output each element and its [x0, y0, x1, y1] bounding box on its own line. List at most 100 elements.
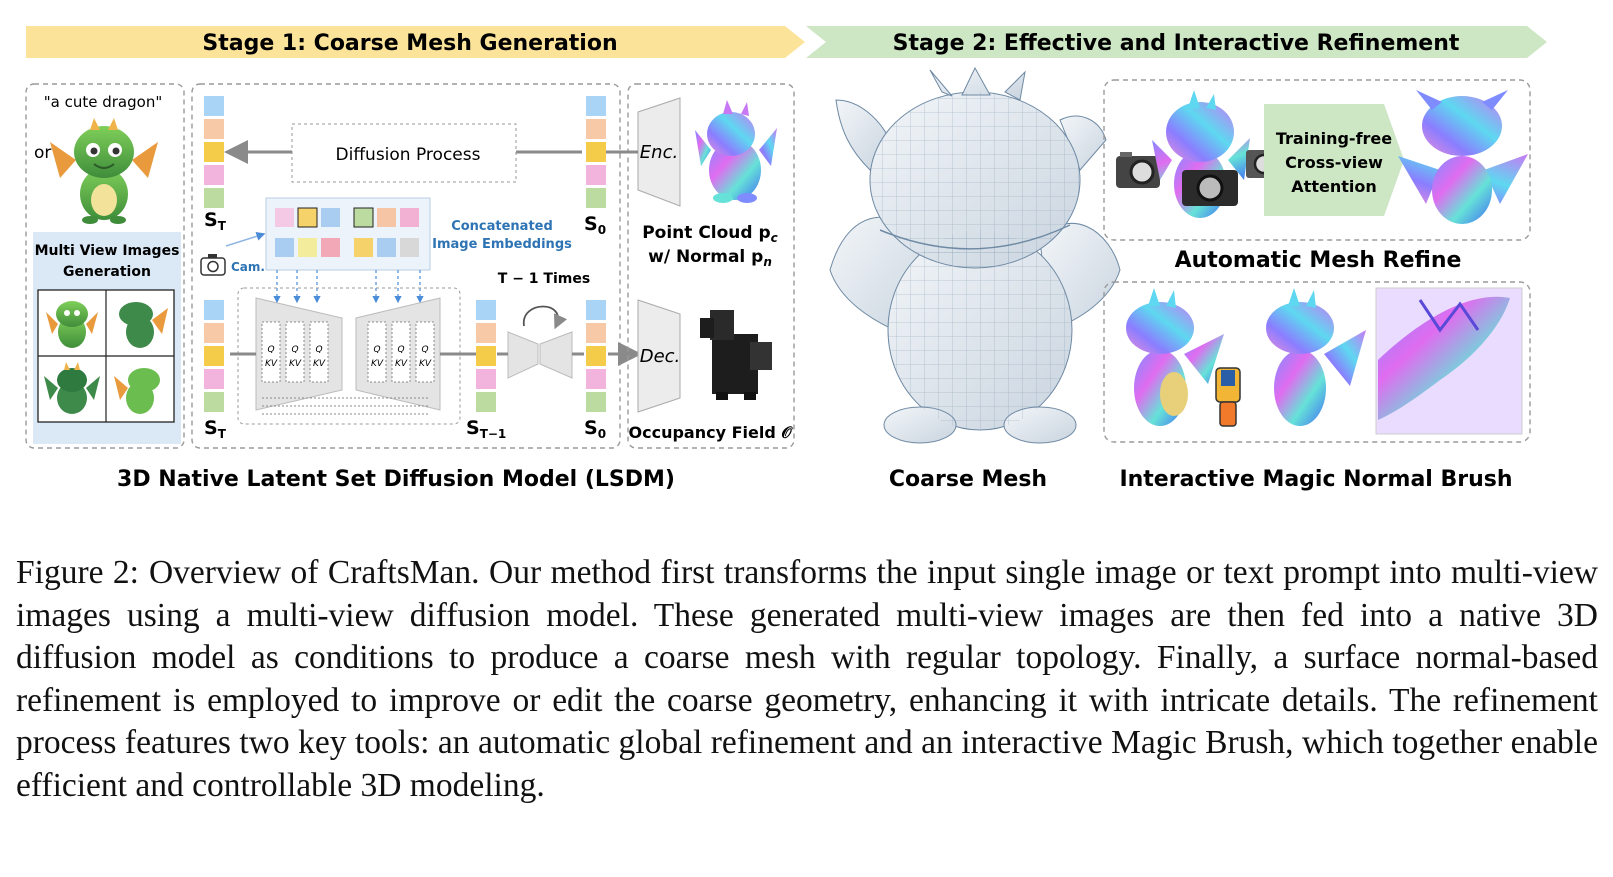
- paint-brush-icon: [1215, 367, 1241, 427]
- text-prompt: "a cute dragon": [44, 93, 162, 111]
- attention-block: [415, 321, 435, 383]
- magic-brush-label: Interactive Magic Normal Brush: [1119, 467, 1512, 492]
- decoder-block: [637, 299, 681, 413]
- latent-token: [476, 369, 496, 389]
- attention-block: [261, 321, 281, 383]
- latent-token: [204, 142, 224, 162]
- brush-dragon-2: [1266, 288, 1366, 426]
- figure-number: Figure 2:: [16, 554, 139, 591]
- latent-token: [586, 142, 606, 162]
- latent-token: [586, 323, 606, 343]
- latent-token: [204, 165, 224, 185]
- kv-label: KV: [313, 359, 326, 369]
- embedding-cell: [298, 238, 317, 257]
- normal-dragon-after: [1398, 90, 1528, 224]
- embedding-to-unet-arrows: [273, 270, 424, 304]
- latent-token: [204, 300, 224, 320]
- q-label: Q: [421, 345, 428, 355]
- kv-label: KV: [419, 359, 432, 369]
- point-cloud-image: [695, 100, 777, 203]
- latent-token: [586, 188, 606, 208]
- q-label: Q: [397, 345, 404, 355]
- concat-label-line2: Image Embeddings: [432, 237, 572, 252]
- embedding-cell: [377, 208, 396, 227]
- occupancy-label: Occupancy Field 𝒪: [629, 423, 794, 442]
- embedding-cell: [400, 208, 419, 227]
- encoder-block: [637, 97, 681, 207]
- coarse-mesh-image: [829, 66, 1121, 444]
- repeat-loop-arrow: [523, 305, 568, 330]
- diffusion-process-label: Diffusion Process: [336, 145, 481, 165]
- q-label: Q: [267, 345, 274, 355]
- latent-token: [586, 369, 606, 389]
- s-t-minus-1-label: ST−1: [466, 417, 506, 441]
- camera-icon: [200, 254, 226, 276]
- kv-label: KV: [265, 359, 278, 369]
- or-label: or: [34, 143, 51, 163]
- latent-token: [586, 96, 606, 116]
- s-0-top-label: S0: [584, 213, 606, 237]
- brush-dragon-1: [1126, 288, 1224, 426]
- latent-token: [476, 346, 496, 366]
- latent-token: [204, 346, 224, 366]
- embedding-cell: [275, 238, 294, 257]
- dec-label: Dec.: [640, 346, 681, 367]
- latent-token: [204, 369, 224, 389]
- repeat-times-label: T − 1 Times: [498, 271, 590, 287]
- s-t-top-label: ST: [204, 209, 227, 233]
- embedding-cell: [377, 238, 396, 257]
- mv-title-line2: Generation: [63, 264, 151, 280]
- training-free-arrow: [1264, 104, 1404, 216]
- latent-token: [476, 300, 496, 320]
- attention-block: [367, 321, 387, 383]
- embedding-cell: [275, 208, 294, 227]
- stage2-banner: Stage 2: Effective and Interactive Refin…: [806, 26, 1547, 58]
- latent-stacks: [204, 96, 606, 412]
- occupancy-field-image: [700, 310, 772, 400]
- multi-view-grid: [37, 289, 175, 423]
- embedding-cell: [354, 238, 373, 257]
- latent-token: [204, 119, 224, 139]
- repeat-block: [507, 331, 573, 379]
- attention-block: [309, 321, 329, 383]
- tf-line3: Attention: [1291, 177, 1376, 196]
- embedding-cell: [400, 238, 419, 257]
- point-cloud-label-line2: w/ Normal pn: [648, 247, 772, 269]
- concat-label-line1: Concatenated: [451, 219, 553, 234]
- latent-token: [476, 323, 496, 343]
- embedding-cell: [353, 207, 374, 228]
- latent-token: [476, 392, 496, 412]
- figure-caption: Figure 2:Overview of CraftsMan. Our meth…: [16, 552, 1598, 807]
- latent-token: [204, 392, 224, 412]
- mv-title-line1: Multi View Images: [35, 243, 180, 259]
- latent-token: [204, 96, 224, 116]
- magic-brush-panel: [1103, 281, 1531, 443]
- attention-block: [391, 321, 411, 383]
- s-t-bottom-label: ST: [204, 417, 227, 441]
- attention-block: [285, 321, 305, 383]
- stage1-banner: Stage 1: Coarse Mesh Generation: [26, 26, 805, 58]
- latent-token: [586, 165, 606, 185]
- camera-icon-left: [1116, 152, 1160, 188]
- camera-icon-middle: [1182, 170, 1238, 206]
- embedding-cell: [321, 208, 340, 227]
- embedding-cell: [321, 238, 340, 257]
- latent-token: [586, 119, 606, 139]
- wing-closeup-image: [1375, 287, 1523, 435]
- point-cloud-label-line1: Point Cloud pc: [642, 223, 778, 245]
- dragon-input-image: [50, 118, 158, 224]
- latent-token: [586, 300, 606, 320]
- auto-refine-label: Automatic Mesh Refine: [1175, 248, 1462, 273]
- embedding-cells: [275, 207, 419, 257]
- latent-token: [204, 323, 224, 343]
- kv-label: KV: [289, 359, 302, 369]
- coarse-mesh-label: Coarse Mesh: [889, 467, 1047, 492]
- enc-label: Enc.: [640, 142, 678, 163]
- latent-token: [204, 188, 224, 208]
- s-0-bottom-label: S0: [584, 417, 606, 441]
- q-label: Q: [315, 345, 322, 355]
- unet-box: [237, 287, 461, 425]
- latent-token: [586, 392, 606, 412]
- cam-label: Cam.: [231, 260, 265, 274]
